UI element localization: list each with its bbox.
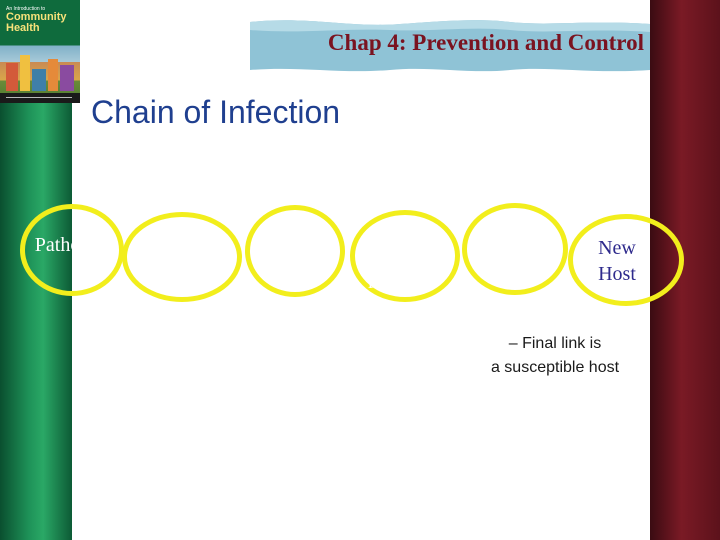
chain-link-ring: [350, 210, 460, 302]
building-illustration: [20, 55, 30, 91]
chain-link-ring: [568, 214, 684, 306]
chapter-header: Chap 4: Prevention and Control: [327, 30, 644, 55]
chain-link-ring: [122, 212, 242, 302]
book-title-line1: Community: [6, 11, 67, 23]
link-label-transmission: Trans- mission: [368, 243, 434, 293]
building-illustration: [6, 63, 18, 91]
building-illustration: [60, 65, 74, 91]
chain-link-ring: [462, 203, 568, 295]
chain-link-ring: [20, 204, 124, 296]
header-ribbon: Chap 4: Prevention and Control: [250, 18, 650, 74]
book-title: An Introduction to Community Health: [6, 6, 78, 34]
final-link-note: – Final link is a susceptible host: [490, 335, 620, 376]
link-label-portal-of-entry: Portal of entry: [479, 234, 545, 284]
building-illustration: [48, 59, 58, 91]
link-label-portal-of-exit: Portal of exit: [265, 230, 321, 280]
book-title-line2: Health: [6, 22, 40, 34]
book-author-line: [6, 97, 72, 98]
link-label-new-host: New Host: [598, 237, 636, 285]
book-subtitle: An Introduction to: [6, 6, 46, 12]
slide-title: Chain of Infection: [91, 94, 341, 130]
book-author-bar: [0, 93, 80, 103]
ribbon-shape: [250, 20, 650, 72]
building-illustration: [32, 69, 46, 91]
chain-link-ring: [245, 205, 345, 297]
left-strip-gradient: [0, 100, 72, 540]
link-label-pathogen: Pathogen: [34, 234, 110, 256]
link-label-reservoir: Reservoir: [146, 248, 224, 270]
right-dotted-border: [686, 8, 720, 258]
book-cover-image: An Introduction to Community Health: [0, 0, 80, 103]
